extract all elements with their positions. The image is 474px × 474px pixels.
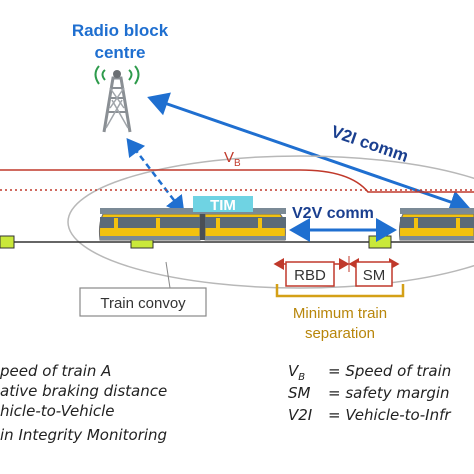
balise-right: [368, 235, 392, 249]
tim-label: TIM: [210, 197, 236, 214]
train-right: [398, 208, 474, 241]
train-convoy-label: Train convoy: [100, 295, 186, 312]
legend-vb-abbr: VB: [288, 362, 305, 383]
vb-label: VB: [224, 149, 241, 169]
legend-sm-abbr: SM: [288, 384, 311, 402]
legend-left-item: in Integrity Monitoring: [0, 426, 167, 444]
tim-box: [193, 196, 253, 212]
sm-label: SM: [363, 267, 386, 284]
legend-left: peed of train A ative braking distance h…: [0, 362, 167, 444]
legend-left-item: hicle-to-Vehicle: [0, 402, 115, 420]
v2v-label: V2V comm: [292, 205, 374, 222]
min-separation-bracket: [275, 284, 405, 298]
rbc-label-line1: Radio block: [72, 21, 169, 40]
min-separation-line2: separation: [305, 325, 375, 342]
train-left: [98, 208, 286, 241]
train-convoy-box: [79, 287, 207, 317]
legend-sm-def: = safety margin: [328, 384, 450, 402]
speed-curve: [0, 169, 474, 193]
legend-vb-def: = Speed of train: [328, 362, 451, 380]
convoy-pointer: [165, 261, 171, 289]
legend-v2i-def: = Vehicle-to-Infr: [328, 406, 451, 424]
sm-box: [355, 261, 393, 287]
legend-left-item: peed of train A: [0, 362, 111, 380]
min-separation-line1: Minimum train: [293, 305, 387, 322]
rbc-label-line2: centre: [94, 43, 145, 62]
train-convoy-ellipse: [67, 155, 474, 289]
legend-left-item: ative braking distance: [0, 382, 167, 400]
rbd-box: [285, 261, 335, 287]
balise-left-edge: [0, 235, 15, 249]
radio-tower-icon: [94, 65, 140, 133]
rbd-label: RBD: [294, 267, 326, 284]
legend-right: VB = Speed of train SM = safety margin V…: [288, 362, 451, 424]
legend-v2i-abbr: V2I: [288, 406, 313, 424]
v2i-dashed-arrow: [126, 138, 185, 214]
